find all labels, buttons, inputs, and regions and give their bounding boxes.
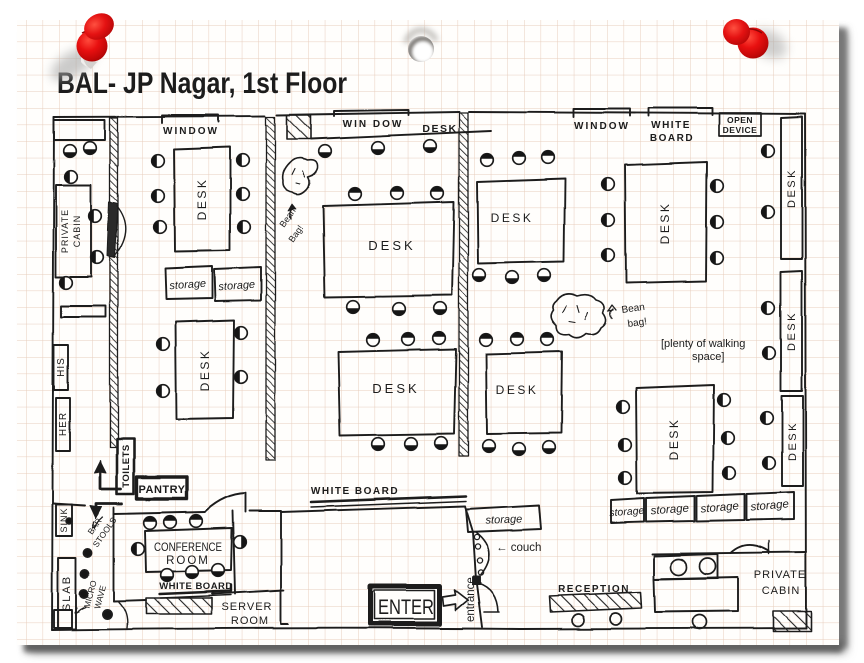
svg-text:CABIN: CABIN	[72, 215, 82, 248]
svg-text:DESK: DESK	[496, 383, 539, 397]
svg-text:DESK: DESK	[372, 381, 419, 396]
svg-text:WHITE BOARD: WHITE BOARD	[159, 581, 233, 592]
svg-text:CONFERENCE: CONFERENCE	[154, 541, 222, 554]
svg-text:DESK: DESK	[786, 168, 798, 208]
svg-text:SERVER: SERVER	[221, 601, 272, 613]
svg-text:DEVICE: DEVICE	[723, 125, 758, 135]
svg-text:HIS: HIS	[56, 357, 67, 377]
svg-text:DESK: DESK	[491, 211, 534, 225]
svg-text:CABIN: CABIN	[762, 585, 801, 597]
svg-text:WHITE BOARD: WHITE BOARD	[311, 486, 399, 497]
svg-text:storage: storage	[750, 498, 789, 513]
svg-text:← couch: ← couch	[496, 542, 541, 554]
svg-text:WIN DOW: WIN DOW	[343, 119, 404, 130]
svg-text:SINK: SINK	[59, 507, 69, 532]
svg-text:ROOM: ROOM	[166, 555, 210, 567]
svg-text:DESK: DESK	[787, 421, 799, 461]
svg-text:storage: storage	[609, 505, 645, 519]
svg-text:storage: storage	[169, 278, 206, 293]
svg-text:Bean: Bean	[621, 302, 646, 316]
svg-text:DESK: DESK	[198, 349, 212, 392]
svg-text:ENTER: ENTER	[378, 596, 434, 619]
svg-text:RECEPTION: RECEPTION	[558, 584, 630, 595]
svg-text:TOILETS: TOILETS	[121, 444, 132, 487]
svg-text:storage: storage	[218, 279, 255, 294]
svg-text:BAL- JP Nagar, 1st Floor: BAL- JP Nagar, 1st Floor	[57, 67, 347, 100]
svg-text:storage: storage	[485, 513, 522, 526]
svg-text:PRIVATE: PRIVATE	[60, 209, 70, 253]
svg-text:DESK: DESK	[368, 238, 415, 253]
svg-text:PANTRY: PANTRY	[139, 484, 186, 496]
svg-text:space]: space]	[692, 351, 724, 363]
svg-text:OPEN: OPEN	[727, 115, 753, 125]
svg-text:ROOM: ROOM	[231, 615, 269, 627]
svg-text:HER: HER	[58, 412, 69, 436]
svg-text:SLAB: SLAB	[61, 575, 73, 611]
svg-text:PRIVATE: PRIVATE	[754, 569, 806, 581]
svg-text:DESK: DESK	[422, 123, 457, 135]
svg-text:storage: storage	[650, 503, 689, 518]
svg-text:BOARD: BOARD	[650, 133, 694, 144]
svg-text:WINDOW: WINDOW	[574, 121, 630, 132]
svg-text:entrance: entrance	[465, 577, 477, 622]
svg-text:storage: storage	[700, 500, 739, 515]
svg-text:bag!: bag!	[627, 316, 648, 330]
svg-text:DESK: DESK	[667, 418, 681, 461]
svg-text:DESK: DESK	[658, 202, 672, 245]
svg-text:DESK: DESK	[786, 311, 798, 351]
svg-text:[plenty of walking: [plenty of walking	[661, 338, 745, 350]
svg-text:DESK: DESK	[195, 178, 209, 221]
svg-text:WHITE: WHITE	[651, 120, 691, 131]
svg-text:WINDOW: WINDOW	[163, 126, 219, 137]
